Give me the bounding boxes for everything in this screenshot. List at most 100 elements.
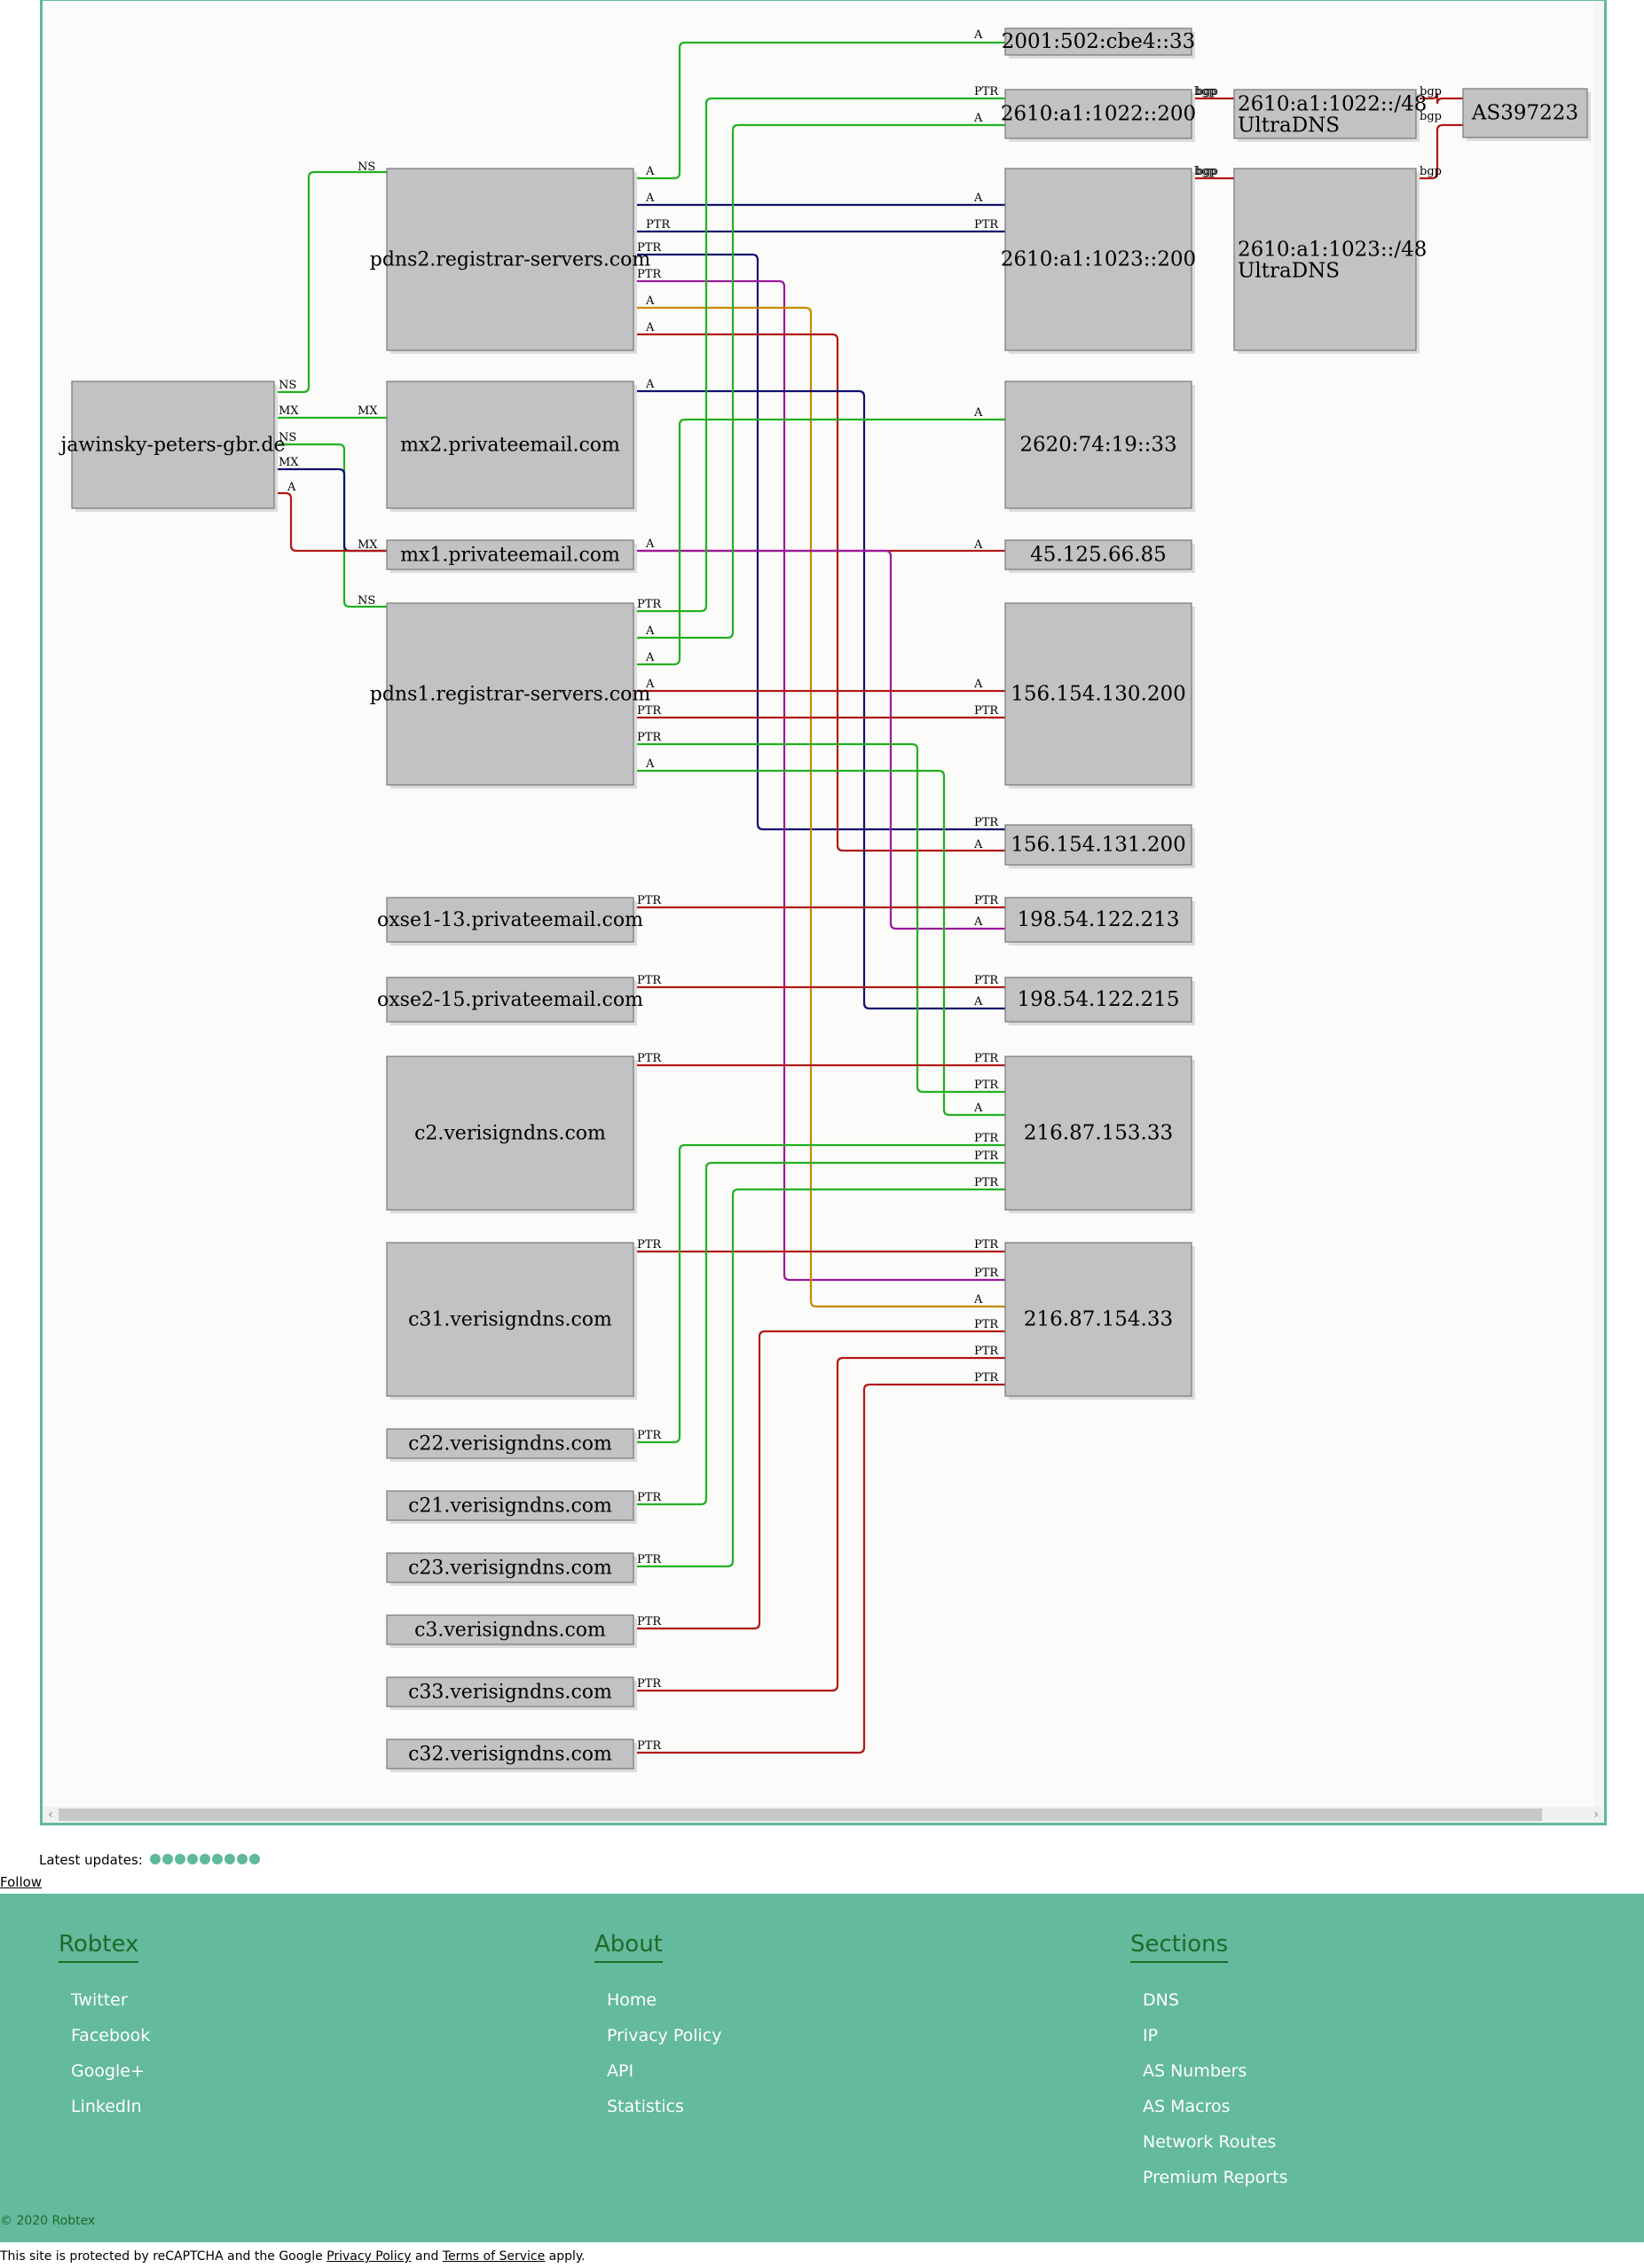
- node-ip6-2620[interactable]: 2620:74:19::33: [1004, 381, 1195, 512]
- edge-label: PTR: [637, 1553, 662, 1566]
- edge-ptr: [633, 1356, 1005, 1692]
- privacy-policy-link[interactable]: Privacy Policy: [326, 2249, 412, 2264]
- node-ip-213[interactable]: 198.54.122.213: [1004, 897, 1195, 946]
- footer-link-dns[interactable]: DNS: [1143, 1990, 1179, 2010]
- node-c32[interactable]: c32.verisigndns.com: [386, 1738, 637, 1772]
- node-ip6-1022[interactable]: 2610:a1:1022::200: [1001, 89, 1196, 142]
- horizontal-scrollbar[interactable]: ‹ ›: [43, 1807, 1604, 1823]
- edge-label: MX: [358, 538, 378, 552]
- update-dot[interactable]: [149, 1854, 161, 1864]
- node-ip-131[interactable]: 156.154.131.200: [1004, 824, 1195, 868]
- footer-link-facebook[interactable]: Facebook: [71, 2026, 151, 2045]
- edge-a: [633, 769, 1005, 1117]
- node-c33[interactable]: c33.verisigndns.com: [386, 1676, 637, 1710]
- node-oxse1[interactable]: oxse1-13.privateemail.com: [377, 897, 643, 946]
- node-label: 198.54.122.215: [1018, 988, 1180, 1011]
- node-pdns1[interactable]: pdns1.registrar-servers.com: [370, 602, 651, 789]
- update-dots: [148, 1852, 260, 1868]
- update-dot[interactable]: [211, 1854, 223, 1864]
- scroll-left-icon[interactable]: ‹: [48, 1808, 53, 1822]
- node-mx2[interactable]: mx2.privateemail.com: [386, 381, 637, 512]
- footer-link-googleplus[interactable]: Google+: [71, 2061, 145, 2081]
- node-c3[interactable]: c3.verisigndns.com: [386, 1614, 637, 1648]
- footer-link-ip[interactable]: IP: [1143, 2026, 1159, 2045]
- footer-link-premium-reports[interactable]: Premium Reports: [1143, 2168, 1288, 2187]
- node-c2[interactable]: c2.verisigndns.com: [386, 1056, 637, 1213]
- footer-col-about: About Home Privacy Policy API Statistics: [594, 1931, 721, 2124]
- edge-label: NS: [358, 594, 375, 608]
- edge-a: [633, 123, 1005, 640]
- update-dot[interactable]: [236, 1854, 248, 1864]
- update-dot[interactable]: [186, 1854, 198, 1864]
- footer-link-api[interactable]: API: [607, 2061, 634, 2081]
- node-ip-215[interactable]: 198.54.122.215: [1004, 977, 1195, 1025]
- node-pdns2[interactable]: pdns2.registrar-servers.com: [370, 168, 651, 354]
- edge-label: A: [973, 838, 983, 851]
- edge-label: A: [973, 192, 983, 205]
- edge-a: [633, 418, 1005, 666]
- update-dot[interactable]: [248, 1854, 260, 1864]
- node-label: pdns2.registrar-servers.com: [370, 249, 651, 271]
- node-ip6-cbe4[interactable]: 2001:502:cbe4::33: [1002, 27, 1196, 59]
- node-c31[interactable]: c31.verisigndns.com: [386, 1242, 637, 1400]
- edge-bgp: [1416, 123, 1463, 180]
- footer-link-as-macros[interactable]: AS Macros: [1143, 2097, 1231, 2116]
- node-ip6-1023[interactable]: 2610:a1:1023::200: [1001, 168, 1196, 354]
- edge-label: PTR: [974, 1079, 999, 1092]
- vertical-scrollbar[interactable]: [1593, 1, 1604, 1807]
- edge-bgp: [1416, 92, 1463, 105]
- footer-link-network-routes[interactable]: Network Routes: [1143, 2132, 1277, 2152]
- update-dot[interactable]: [161, 1854, 173, 1864]
- footer-link-as-numbers[interactable]: AS Numbers: [1143, 2061, 1247, 2081]
- node-label: 156.154.130.200: [1011, 683, 1186, 706]
- node-ip-130[interactable]: 156.154.130.200: [1004, 602, 1195, 789]
- terms-link[interactable]: Terms of Service: [442, 2249, 546, 2264]
- scroll-right-icon[interactable]: ›: [1593, 1808, 1599, 1822]
- edge-label: PTR: [974, 1052, 999, 1065]
- node-c22[interactable]: c22.verisigndns.com: [386, 1428, 637, 1462]
- node-mx1[interactable]: mx1.privateemail.com: [386, 539, 637, 573]
- edge-label: MX: [279, 456, 299, 469]
- node-ip-154[interactable]: 216.87.154.33: [1004, 1242, 1195, 1400]
- node-oxse2[interactable]: oxse2-15.privateemail.com: [377, 977, 643, 1025]
- edge-label: A: [973, 28, 983, 42]
- edge-label: PTR: [974, 1267, 999, 1280]
- node-label: c21.verisigndns.com: [408, 1495, 612, 1518]
- footer-link-linkedin[interactable]: LinkedIn: [71, 2097, 142, 2116]
- node-domain[interactable]: jawinsky-peters-gbr.de: [58, 381, 286, 512]
- node-c21[interactable]: c21.verisigndns.com: [386, 1490, 637, 1524]
- node-label: 2610:a1:1022::/48: [1238, 93, 1427, 116]
- node-ip-153[interactable]: 216.87.153.33: [1004, 1056, 1195, 1213]
- copyright: © 2020 Robtex: [0, 2214, 96, 2228]
- update-dot[interactable]: [199, 1854, 210, 1864]
- scrollbar-thumb[interactable]: [59, 1809, 1542, 1821]
- update-dot[interactable]: [224, 1854, 235, 1864]
- footer-link-statistics[interactable]: Statistics: [607, 2097, 684, 2116]
- edge-label: PTR: [637, 1238, 662, 1252]
- edge-label: bgp: [1196, 85, 1218, 98]
- update-dot[interactable]: [174, 1854, 185, 1864]
- edge-label: PTR: [974, 1318, 999, 1331]
- footer-link-privacy[interactable]: Privacy Policy: [607, 2026, 722, 2045]
- edge-ptr: [633, 1143, 1005, 1444]
- edge-label: MX: [358, 404, 378, 418]
- edge-label: A: [645, 538, 655, 551]
- edge-ptr: [633, 1161, 1005, 1506]
- edge-label: bgp: [1420, 110, 1442, 123]
- footer-link-twitter[interactable]: Twitter: [71, 1990, 128, 2010]
- edge-label: A: [973, 1293, 983, 1307]
- node-as[interactable]: AS397223: [1462, 88, 1591, 141]
- edge-ptr: [633, 1188, 1005, 1568]
- edge-label: PTR: [974, 1345, 999, 1358]
- edge-label: PTR: [637, 731, 662, 744]
- footer-link-home[interactable]: Home: [607, 1990, 657, 2010]
- recaptcha-notice: This site is protected by reCAPTCHA and …: [0, 2249, 586, 2264]
- node-c23[interactable]: c23.verisigndns.com: [386, 1552, 637, 1586]
- node-ip-45[interactable]: 45.125.66.85: [1004, 539, 1195, 573]
- follow-link[interactable]: Follow: [0, 1874, 43, 1890]
- node-sublabel: UltraDNS: [1238, 260, 1340, 283]
- edge-label: A: [645, 651, 655, 664]
- edge-label: PTR: [637, 894, 662, 907]
